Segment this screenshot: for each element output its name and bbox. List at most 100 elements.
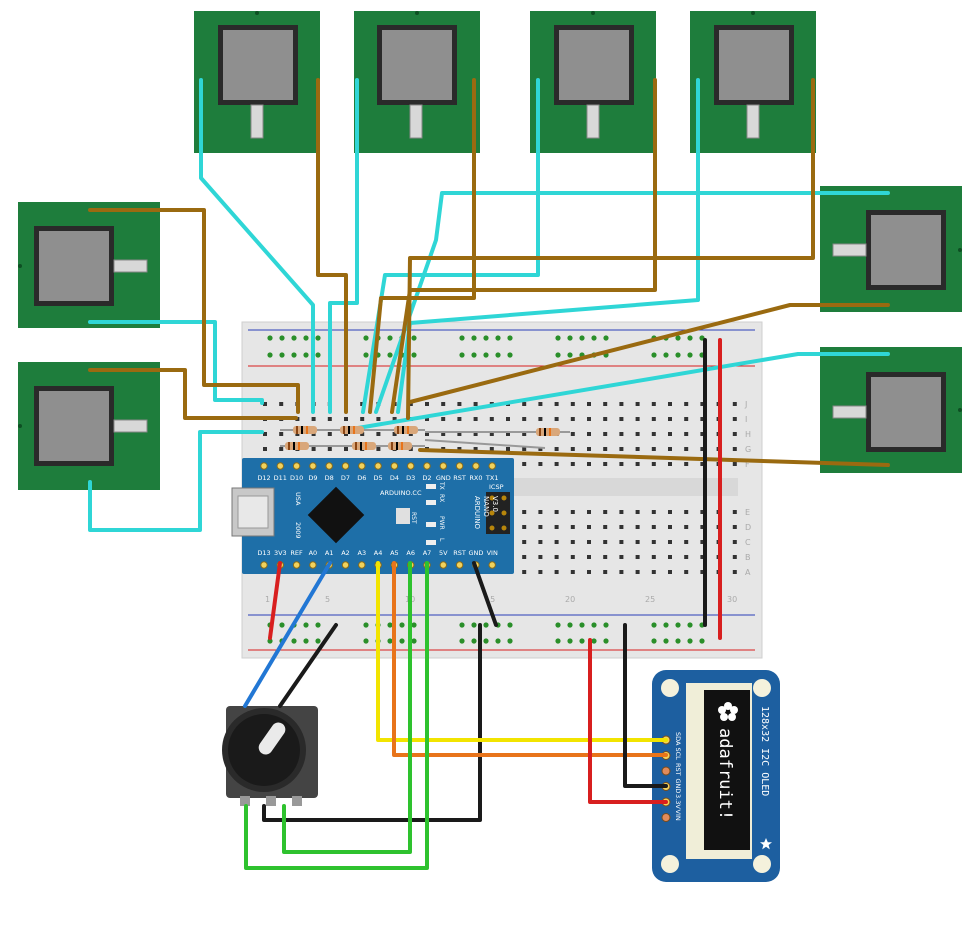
nano-top-pin[interactable]	[439, 462, 447, 470]
breadboard-hole[interactable]	[603, 417, 608, 421]
rail-hole[interactable]	[495, 335, 501, 341]
breadboard-hole[interactable]	[538, 555, 543, 559]
rail-hole[interactable]	[663, 638, 669, 644]
rail-hole[interactable]	[555, 622, 561, 628]
rail-hole[interactable]	[411, 622, 417, 628]
breadboard-hole[interactable]	[668, 462, 672, 466]
breadboard-hole[interactable]	[732, 525, 737, 529]
breadboard-hole[interactable]	[376, 432, 381, 436]
rail-hole[interactable]	[459, 638, 465, 644]
breadboard-hole[interactable]	[635, 570, 640, 574]
breadboard-hole[interactable]	[506, 432, 510, 436]
nano-bottom-pin[interactable]	[455, 561, 464, 569]
rail-hole[interactable]	[567, 622, 573, 628]
breadboard-hole[interactable]	[635, 555, 640, 559]
breadboard-hole[interactable]	[635, 540, 640, 544]
breadboard-hole[interactable]	[392, 432, 397, 436]
breadboard-hole[interactable]	[587, 432, 591, 436]
breadboard-hole[interactable]	[408, 402, 413, 406]
breadboard-hole[interactable]	[360, 402, 365, 406]
rail-hole[interactable]	[495, 352, 501, 358]
breadboard-hole[interactable]	[684, 525, 689, 529]
breadboard-hole[interactable]	[554, 402, 559, 406]
rail-hole[interactable]	[471, 352, 477, 358]
breadboard-hole[interactable]	[668, 447, 672, 451]
breadboard-hole[interactable]	[603, 525, 608, 529]
breadboard-hole[interactable]	[619, 417, 624, 421]
rail-hole[interactable]	[579, 335, 585, 341]
breadboard-hole[interactable]	[635, 447, 640, 451]
breadboard-hole[interactable]	[489, 432, 494, 436]
rail-hole[interactable]	[591, 335, 597, 341]
breadboard-hole[interactable]	[587, 447, 591, 451]
nano-top-pin[interactable]	[341, 462, 350, 470]
breadboard-hole[interactable]	[570, 510, 575, 514]
breadboard-hole[interactable]	[489, 447, 494, 451]
breadboard-hole[interactable]	[651, 555, 656, 559]
breadboard-hole[interactable]	[732, 417, 737, 421]
breadboard-hole[interactable]	[538, 570, 543, 574]
nano-bottom-pin[interactable]	[488, 561, 496, 569]
breadboard-hole[interactable]	[619, 570, 624, 574]
nano-top-pin[interactable]	[488, 462, 496, 470]
rail-hole[interactable]	[387, 335, 393, 341]
breadboard-hole[interactable]	[522, 462, 527, 466]
rail-hole[interactable]	[651, 622, 657, 628]
breadboard-hole[interactable]	[570, 570, 575, 574]
rail-hole[interactable]	[387, 638, 393, 644]
breadboard-hole[interactable]	[263, 432, 267, 436]
breadboard-hole[interactable]	[327, 417, 332, 421]
breadboard-hole[interactable]	[587, 417, 591, 421]
rail-hole[interactable]	[507, 335, 513, 341]
rail-hole[interactable]	[687, 335, 693, 341]
breadboard-hole[interactable]	[473, 432, 478, 436]
rail-hole[interactable]	[291, 335, 297, 341]
breadboard-hole[interactable]	[376, 447, 381, 451]
breadboard-hole[interactable]	[473, 447, 478, 451]
breadboard-hole[interactable]	[554, 510, 559, 514]
breadboard-hole[interactable]	[279, 447, 284, 451]
rail-hole[interactable]	[483, 638, 489, 644]
nano-top-pin[interactable]	[292, 462, 301, 470]
rail-hole[interactable]	[411, 638, 417, 644]
breadboard-hole[interactable]	[668, 402, 672, 406]
breadboard-hole[interactable]	[506, 417, 510, 421]
breadboard-hole[interactable]	[473, 402, 478, 406]
breadboard-hole[interactable]	[327, 432, 332, 436]
breadboard-hole[interactable]	[263, 447, 267, 451]
breadboard-hole[interactable]	[554, 570, 559, 574]
rail-hole[interactable]	[603, 335, 609, 341]
breadboard-hole[interactable]	[700, 540, 705, 544]
rail-hole[interactable]	[687, 622, 693, 628]
nano-top-pin[interactable]	[423, 462, 431, 470]
breadboard-hole[interactable]	[603, 462, 608, 466]
breadboard-hole[interactable]	[619, 432, 624, 436]
breadboard-hole[interactable]	[668, 417, 672, 421]
breadboard-hole[interactable]	[522, 555, 527, 559]
rail-hole[interactable]	[315, 638, 321, 644]
breadboard-hole[interactable]	[538, 540, 543, 544]
breadboard-hole[interactable]	[668, 525, 672, 529]
rail-hole[interactable]	[663, 622, 669, 628]
breadboard-hole[interactable]	[441, 402, 446, 406]
breadboard-hole[interactable]	[635, 417, 640, 421]
breadboard-hole[interactable]	[311, 417, 316, 421]
breadboard-hole[interactable]	[473, 417, 478, 421]
nano-bottom-pin[interactable]	[260, 561, 268, 569]
nano-bottom-pin[interactable]	[358, 561, 366, 569]
rail-hole[interactable]	[483, 335, 489, 341]
breadboard-hole[interactable]	[700, 555, 705, 559]
breadboard-hole[interactable]	[570, 525, 575, 529]
breadboard-hole[interactable]	[651, 432, 656, 436]
rail-hole[interactable]	[363, 335, 369, 341]
rail-hole[interactable]	[387, 352, 393, 358]
breadboard-hole[interactable]	[684, 432, 689, 436]
breadboard-hole[interactable]	[570, 462, 575, 466]
nano-top-pin[interactable]	[390, 462, 399, 470]
rail-hole[interactable]	[459, 335, 465, 341]
rail-hole[interactable]	[303, 622, 309, 628]
breadboard-hole[interactable]	[538, 447, 543, 451]
breadboard-hole[interactable]	[279, 402, 284, 406]
breadboard-hole[interactable]	[327, 447, 332, 451]
nano-top-pin[interactable]	[260, 462, 268, 470]
